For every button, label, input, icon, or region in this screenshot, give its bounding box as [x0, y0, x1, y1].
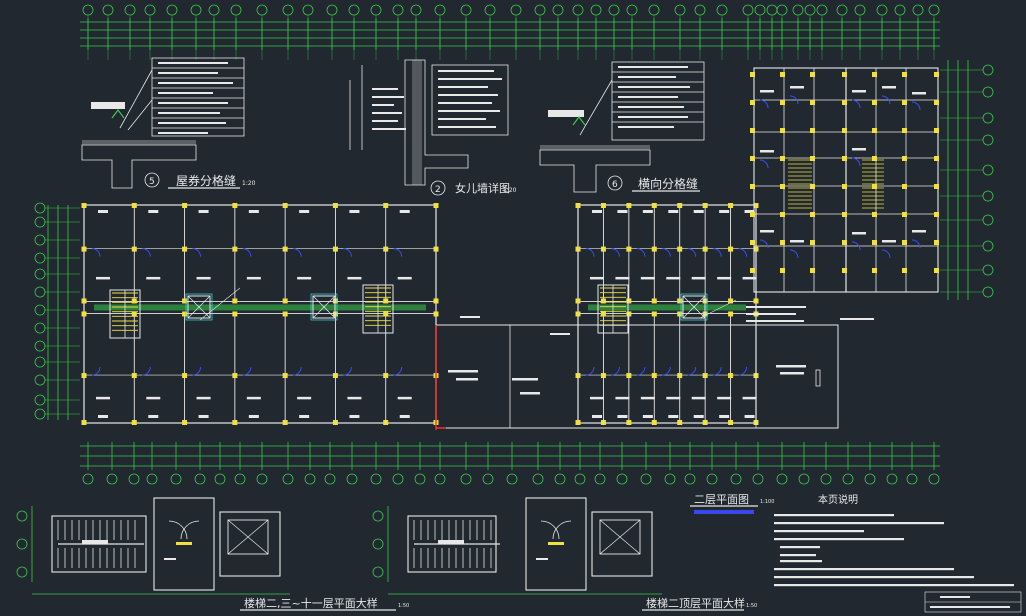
roof-joint-detail: 5 屋券分格缝 1:20: [81, 57, 256, 189]
parapet-number: 2: [435, 185, 441, 195]
stair-detail-top: [372, 497, 662, 595]
roof-joint-title: 屋券分格缝: [176, 173, 236, 188]
stair-detail-typical: [16, 497, 290, 595]
plan-title: 二层平面图: [694, 493, 749, 506]
left-dimension-strip: [47, 60, 969, 420]
transverse-joint-detail: 6 横向分格缝: [539, 61, 705, 193]
upper-right-plan-wing: [750, 67, 939, 293]
notes-title: 本页说明: [818, 493, 858, 506]
plan-title-block: 二层平面图 1:100: [690, 493, 774, 514]
parapet-title: 女儿墙详图: [455, 181, 510, 195]
notes-block: 本页说明: [774, 493, 1022, 613]
roof-joint-number: 5: [149, 177, 155, 187]
transverse-joint-number: 6: [612, 180, 618, 190]
parapet-detail: 2 女儿墙详图 1:20: [349, 59, 517, 196]
bottom-axis-bubbles: [82, 473, 940, 485]
parapet-scale: 1:20: [503, 187, 517, 194]
top-axis-bubbles: [82, 4, 940, 60]
left-axis-bubbles: [34, 64, 994, 420]
plan-scale: 1:100: [760, 499, 774, 505]
stair-top-title: 楼梯二顶层平面大样: [646, 596, 745, 610]
transverse-joint-title: 横向分格缝: [638, 176, 698, 191]
roof-joint-scale: 1:20: [242, 180, 256, 187]
stair-top-scale: 1:50: [746, 603, 757, 609]
bottom-dimension-strip: [80, 442, 940, 470]
stair-typical-title: 楼梯二,三~十一层平面大样: [244, 596, 378, 610]
stair-typical-scale: 1:50: [398, 603, 409, 609]
floor-plan: [81, 203, 874, 430]
